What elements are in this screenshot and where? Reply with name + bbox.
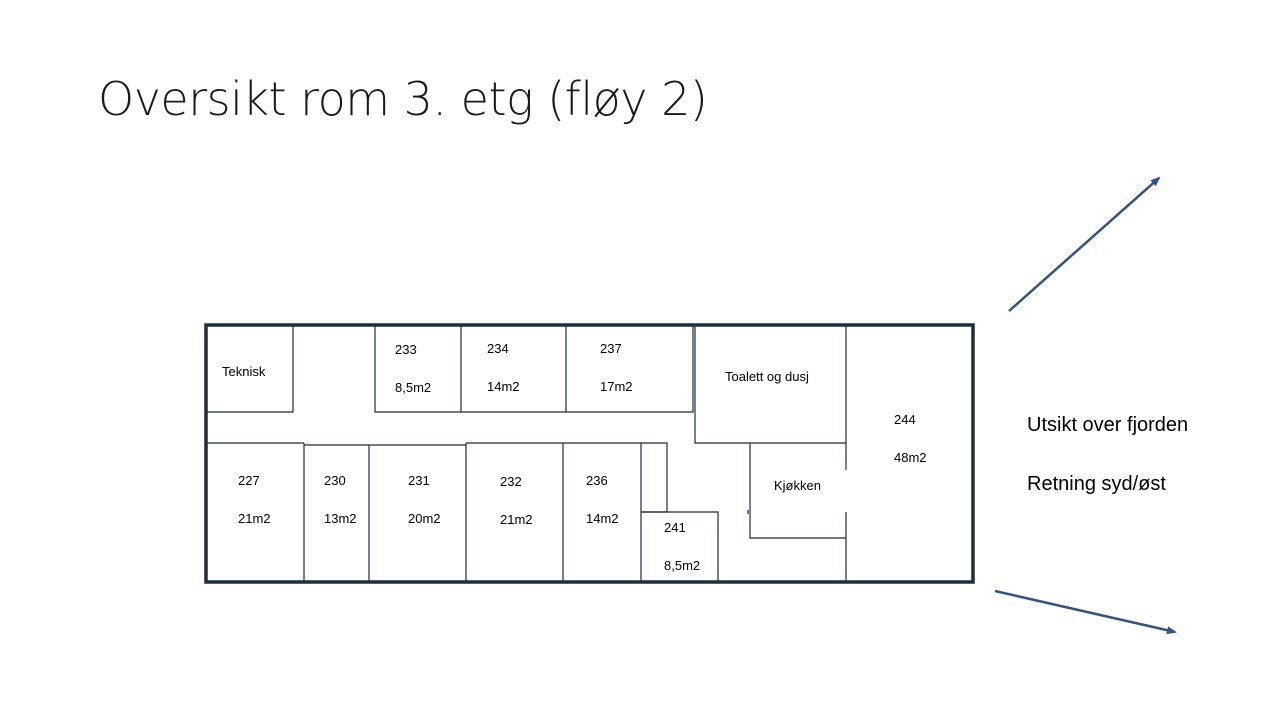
inner-walls xyxy=(207,326,847,582)
room-241-number: 241 xyxy=(664,520,686,535)
slide-title: Oversikt rom 3. etg (fløy 2) xyxy=(98,72,708,126)
room-234-area: 14m2 xyxy=(487,379,520,394)
wall-233 xyxy=(374,326,462,413)
room-kjokken-label: Kjøkken xyxy=(774,478,821,493)
room-234-number: 234 xyxy=(487,341,509,356)
direction-note: Retning syd/øst xyxy=(1027,473,1166,495)
room-237-area: 17m2 xyxy=(600,379,633,394)
room-230-area: 13m2 xyxy=(324,511,357,526)
outer-wall xyxy=(204,323,975,584)
room-teknisk-label: Teknisk xyxy=(222,364,266,379)
room-241-area: 8,5m2 xyxy=(664,558,700,573)
room-231-number: 231 xyxy=(408,473,430,488)
room-236-area: 14m2 xyxy=(586,511,619,526)
room-237-number: 237 xyxy=(600,341,622,356)
room-230-number: 230 xyxy=(324,473,346,488)
view-note: Utsikt over fjorden xyxy=(1027,414,1189,436)
direction-arrow-down-icon xyxy=(994,589,1177,635)
wall-241 xyxy=(641,511,719,582)
room-232-area: 21m2 xyxy=(500,512,533,527)
wall-shaft xyxy=(641,442,668,513)
wall-234-237 xyxy=(461,326,694,413)
room-232-number: 232 xyxy=(500,474,522,489)
room-233-area: 8,5m2 xyxy=(395,380,431,395)
wall-teknisk xyxy=(207,326,294,413)
room-233-number: 233 xyxy=(395,342,417,357)
room-227-area: 21m2 xyxy=(238,511,271,526)
room-toalett-label: Toalett og dusj xyxy=(725,369,809,384)
room-236-number: 236 xyxy=(586,473,608,488)
room-231-area: 20m2 xyxy=(408,511,441,526)
room-244-number: 244 xyxy=(894,412,916,427)
room-244-area: 48m2 xyxy=(894,450,927,465)
room-227-number: 227 xyxy=(238,473,260,488)
direction-arrow-up-icon xyxy=(1008,176,1161,312)
wall-toalett xyxy=(694,326,846,444)
wall-kjokken xyxy=(749,443,846,539)
